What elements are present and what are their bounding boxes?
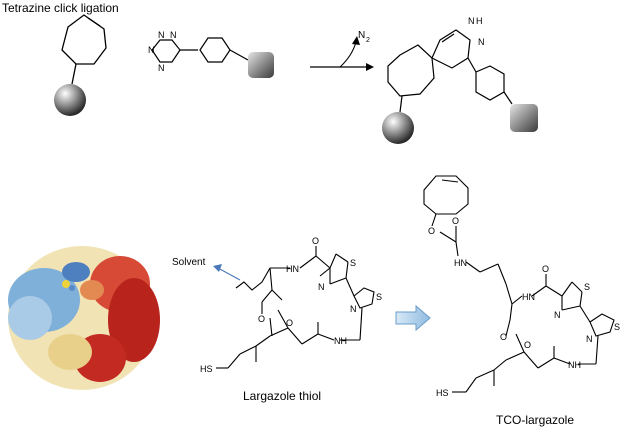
thiol-s2: S	[376, 292, 382, 302]
figure-title: Tetrazine click ligation	[2, 1, 119, 15]
cargo-cube-product	[510, 104, 538, 132]
phenyl-ring	[199, 37, 231, 63]
thiol-o1: O	[312, 236, 319, 246]
tco-o2: O	[452, 216, 459, 226]
solvent-arrow-line	[217, 267, 241, 281]
reaction-arrow: N 2	[310, 30, 374, 71]
tco-ring	[423, 175, 469, 215]
thiol-hs: HS	[200, 364, 213, 374]
product-phenyl	[475, 65, 505, 101]
solvent-label: Solvent	[172, 257, 206, 268]
tco-s2: S	[614, 322, 620, 332]
solvent-arrowhead	[213, 264, 222, 272]
trans-cyclooctene-reagent	[61, 14, 107, 85]
tco-hn: HN	[454, 258, 467, 268]
cargo-cube	[248, 52, 274, 78]
thiol-hn: HN	[286, 264, 299, 274]
protein-surface	[8, 246, 160, 390]
linker-bond	[71, 63, 77, 85]
tetrazine-n3: N	[170, 30, 177, 40]
tetrazine-n2: N	[158, 30, 165, 40]
bead-sphere-right	[382, 112, 414, 144]
largazole-thiol: HN N S S N O O O NH HS	[200, 236, 382, 374]
tetrazine-n4: N	[158, 63, 165, 73]
tco-hn2: HN	[522, 292, 535, 302]
tco-n1: N	[554, 310, 561, 320]
thiol-nh: NH	[334, 336, 347, 346]
thiol-s1: S	[350, 258, 356, 268]
tco-o5: O	[524, 340, 531, 350]
tco-o4: O	[500, 332, 507, 342]
bead-sphere-left	[54, 84, 86, 116]
tetrazine-n1: N	[148, 45, 155, 55]
double-bond	[87, 17, 101, 27]
tco-o1: O	[428, 226, 435, 236]
tco-o3: O	[542, 264, 549, 274]
product-cyclooctane	[387, 44, 435, 97]
nitrogen-subscript: 2	[366, 37, 370, 44]
conversion-block-arrow	[395, 304, 431, 332]
caption-tco-largazole: TCO-largazole	[496, 413, 575, 427]
thiol-o2: O	[258, 314, 265, 324]
pyridazine-h: H	[476, 16, 483, 26]
tco-largazole: O O HN HN N S S N O O O NH HS	[423, 175, 620, 398]
nitrogen-byproduct: N	[358, 30, 365, 41]
tetrazine-reagent: N N N N	[148, 30, 274, 78]
tco-s1: S	[584, 282, 590, 292]
tco-nh: NH	[568, 360, 581, 370]
pyridazine-n2: N	[478, 37, 485, 47]
cyclooctene-ring	[61, 14, 107, 65]
thiol-n2: N	[350, 304, 357, 314]
pyridazine-n1: N	[468, 16, 475, 26]
tco-n2: N	[586, 334, 593, 344]
thiol-n1: N	[318, 282, 325, 292]
click-product: N H N	[382, 16, 538, 144]
tco-hs: HS	[436, 388, 449, 398]
thiol-o3: O	[286, 318, 293, 328]
caption-largazole-thiol: Largazole thiol	[243, 389, 322, 403]
